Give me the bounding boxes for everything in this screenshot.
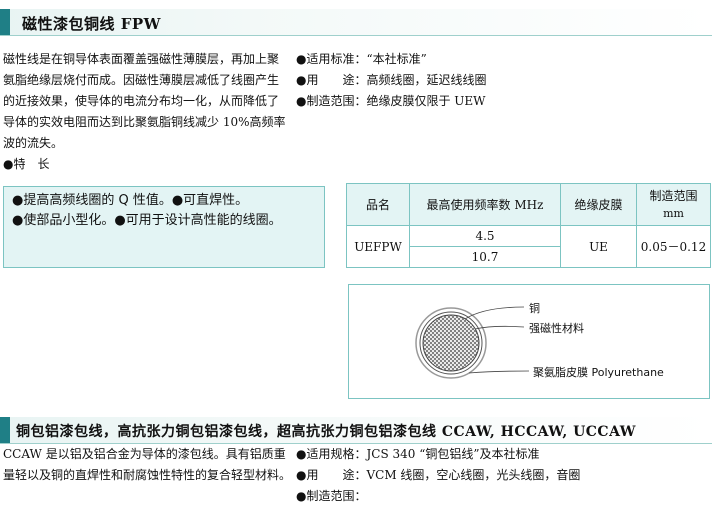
fpw-desc-line-2: 氨脂绝缘层烧付而成。因磁性薄膜层减低了线圈产生 [3, 73, 280, 87]
col-header-range-unit: mm [663, 206, 684, 220]
ccaw-standard: ●适用规格：JCS 340 “铜包铝线”及本社标准 [296, 447, 540, 461]
section-title-fpw: 磁性漆包铜线 FPW [22, 15, 161, 33]
section-title-ccaw: 铜包铝漆包线，高抗张力铜包铝漆包线，超高抗张力铜包铝漆包线 CCAW, HCCA… [16, 424, 636, 440]
label-magnetic-material: 强磁性材料 [529, 322, 584, 335]
label-polyurethane: 聚氨脂皮膜 Polyurethane [533, 366, 664, 379]
section-header-fpw: 磁性漆包铜线 FPW [0, 9, 712, 36]
col-header-range-label: 制造范围 [649, 188, 698, 203]
wire-cross-section-diagram: 铜 强磁性材料 聚氨脂皮膜 Polyurethane [348, 284, 710, 399]
fpw-standard: ●适用标准：“本社标准” [296, 52, 427, 66]
header-accent [0, 417, 10, 443]
cell-product: UEFPW [346, 225, 410, 268]
fpw-desc-line-4: 导体的实效电阻而达到比聚氨脂铜线减少 10%高频率 [3, 115, 286, 129]
fpw-desc-line-1: 磁性线是在铜导体表面覆盖强磁性薄膜层，再加上聚 [3, 52, 280, 66]
feature-line-1: ●提高高频线圈的 Q 性值。●可直焊性。 [12, 193, 249, 208]
features-box: ●提高高频线圈的 Q 性值。●可直焊性。 ●使部品小型化。●可用于设计高性能的线… [3, 186, 325, 268]
fpw-desc-line-5: 波的流失。 [3, 136, 64, 150]
spec-table: 品名 最高使用频率数 MHz 绝缘皮膜 制造范围 mm UEFPW 4.5 UE… [346, 183, 711, 268]
ccaw-usage: ●用 途：VCM 线圈，空心线圈，光头线圈，音圈 [296, 468, 581, 482]
fpw-range: ●制造范围：绝缘皮膜仅限于 UEW [296, 94, 486, 108]
col-header-range: 制造范围 mm [636, 183, 711, 226]
wire-cross-section-illustration [415, 306, 530, 379]
cell-freq-2: 10.7 [409, 246, 561, 268]
label-copper: 铜 [529, 302, 540, 315]
features-heading: ●特 长 [3, 157, 50, 171]
header-accent [0, 9, 10, 35]
cell-range: 0.05－0.12 [636, 225, 711, 268]
col-header-product: 品名 [346, 183, 410, 226]
cell-freq-1: 4.5 [409, 225, 561, 247]
col-header-freq: 最高使用频率数 MHz [409, 183, 561, 226]
cell-insulation: UE [560, 225, 637, 268]
ccaw-desc-line-1: CCAW 是以铝及铝合金为导体的漆包线。具有铝质重 [3, 447, 286, 461]
ccaw-desc-line-2: 量轻以及铜的直焊性和耐腐蚀性特性的复合轻型材料。 [3, 468, 292, 482]
ccaw-range: ●制造范围： [296, 489, 367, 503]
feature-line-2: ●使部品小型化。●可用于设计高性能的线圈。 [12, 213, 282, 228]
section-header-ccaw: 铜包铝漆包线，高抗张力铜包铝漆包线，超高抗张力铜包铝漆包线 CCAW, HCCA… [0, 417, 712, 444]
fpw-usage: ●用 途：高频线圈，延迟线线圈 [296, 73, 487, 87]
fpw-desc-line-3: 的近接效果，使导体的电流分布均一化，从而降低了 [3, 94, 280, 108]
col-header-insulation: 绝缘皮膜 [560, 183, 637, 226]
